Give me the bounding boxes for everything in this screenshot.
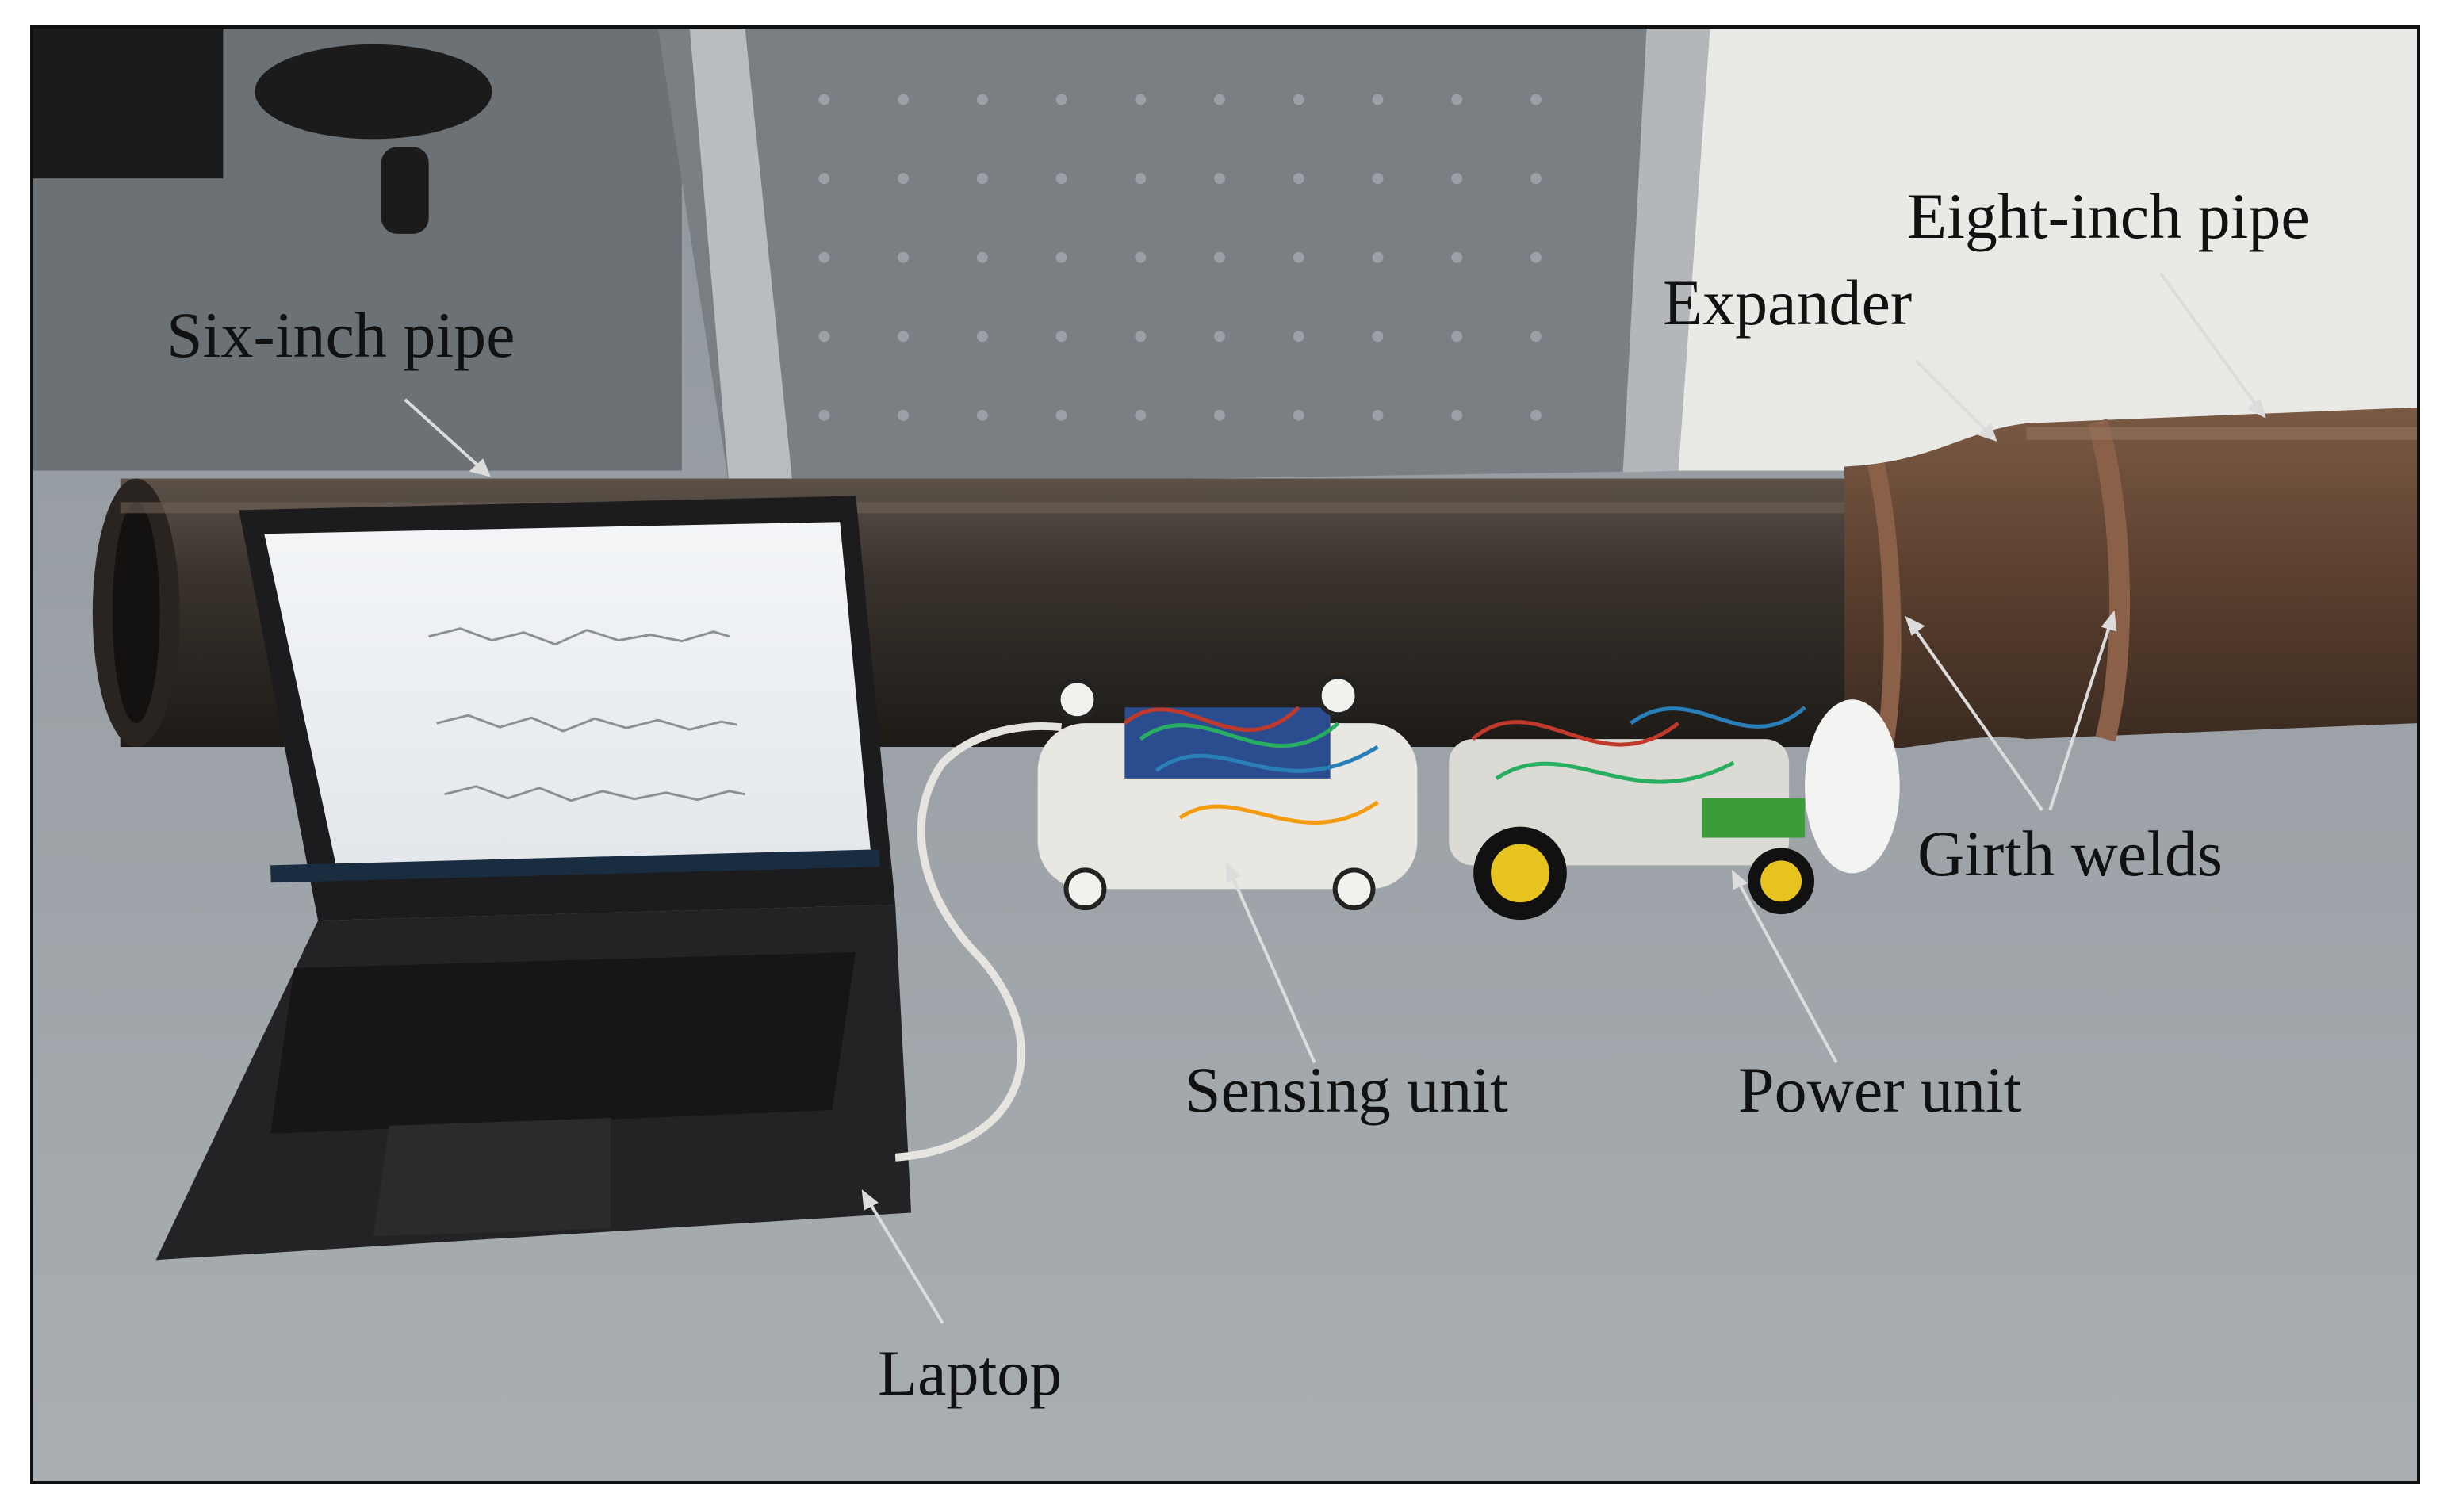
label-power-unit: Power unit [1738, 1054, 2022, 1126]
robot-sensing-unit [1037, 674, 1418, 911]
robot-power-unit [1449, 699, 1900, 921]
laptop [155, 496, 912, 1261]
label-eight-inch-pipe: Eight-inch pipe [1907, 180, 2310, 252]
label-laptop: Laptop [878, 1337, 1063, 1409]
chair [33, 29, 492, 234]
eight-inch-pipe [1844, 407, 2417, 752]
photo-frame: Six-inch pipe Eight-inch pipe Expander G… [30, 25, 2420, 1484]
usb-cable [894, 722, 1063, 1162]
label-six-inch-pipe: Six-inch pipe [167, 299, 515, 371]
label-expander: Expander [1663, 266, 1913, 339]
label-girth-welds: Girth welds [1917, 817, 2223, 890]
photo-scene [33, 29, 2417, 1481]
metal-cabinet [657, 29, 1710, 487]
annotation-leaders [404, 272, 2266, 1324]
white-wall [1678, 29, 2417, 471]
label-sensing-unit: Sensing unit [1185, 1054, 1508, 1126]
